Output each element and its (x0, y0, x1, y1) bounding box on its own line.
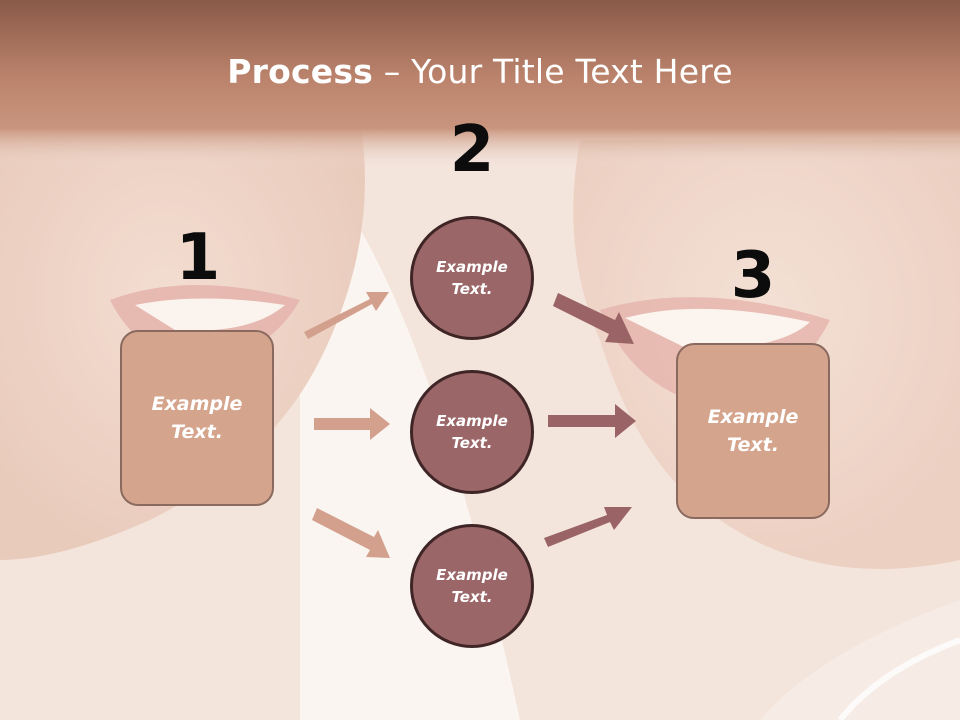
title-rest: – Your Title Text Here (373, 52, 733, 91)
step-3-label-line2: Text. (727, 434, 779, 456)
node-1: Example Text. (410, 216, 534, 340)
node-3-label-line2: Text. (451, 588, 493, 606)
step-1-number: 1 (175, 221, 221, 295)
node-2-label-line2: Text. (451, 434, 493, 452)
step-1-box: Example Text. (120, 330, 274, 506)
arrow-node-3-to-3 (544, 507, 632, 547)
arrows-dark (544, 293, 636, 547)
title-bold: Process (227, 52, 374, 91)
bg-shoulder (760, 600, 960, 720)
arrow-node-2-to-3 (548, 404, 636, 438)
step-3-label-line1: Example (707, 405, 799, 428)
step-1-label-line1: Example (151, 392, 243, 415)
node-3: Example Text. (410, 524, 534, 648)
step-2-number: 2 (449, 113, 495, 187)
arrows-light (304, 292, 390, 558)
node-2-label-line1: Example (436, 411, 508, 430)
bg-left-teeth (135, 298, 285, 331)
step-1-label-line2: Text. (171, 421, 223, 443)
header-band (0, 0, 960, 130)
node-3-label-line1: Example (436, 565, 508, 584)
slide-title: Process – Your Title Text Here (0, 52, 960, 91)
step-3-box: Example Text. (676, 343, 830, 519)
step-3-number: 3 (730, 239, 776, 313)
arrow-1-to-node-1 (304, 292, 389, 339)
arrow-1-to-node-2 (314, 408, 390, 440)
node-1-label-line2: Text. (451, 280, 493, 298)
bg-right-teeth (625, 308, 810, 350)
arrow-1-to-node-3 (312, 508, 390, 558)
node-1-label-line1: Example (436, 257, 508, 276)
node-2: Example Text. (410, 370, 534, 494)
arrow-node-1-to-3 (553, 293, 634, 344)
